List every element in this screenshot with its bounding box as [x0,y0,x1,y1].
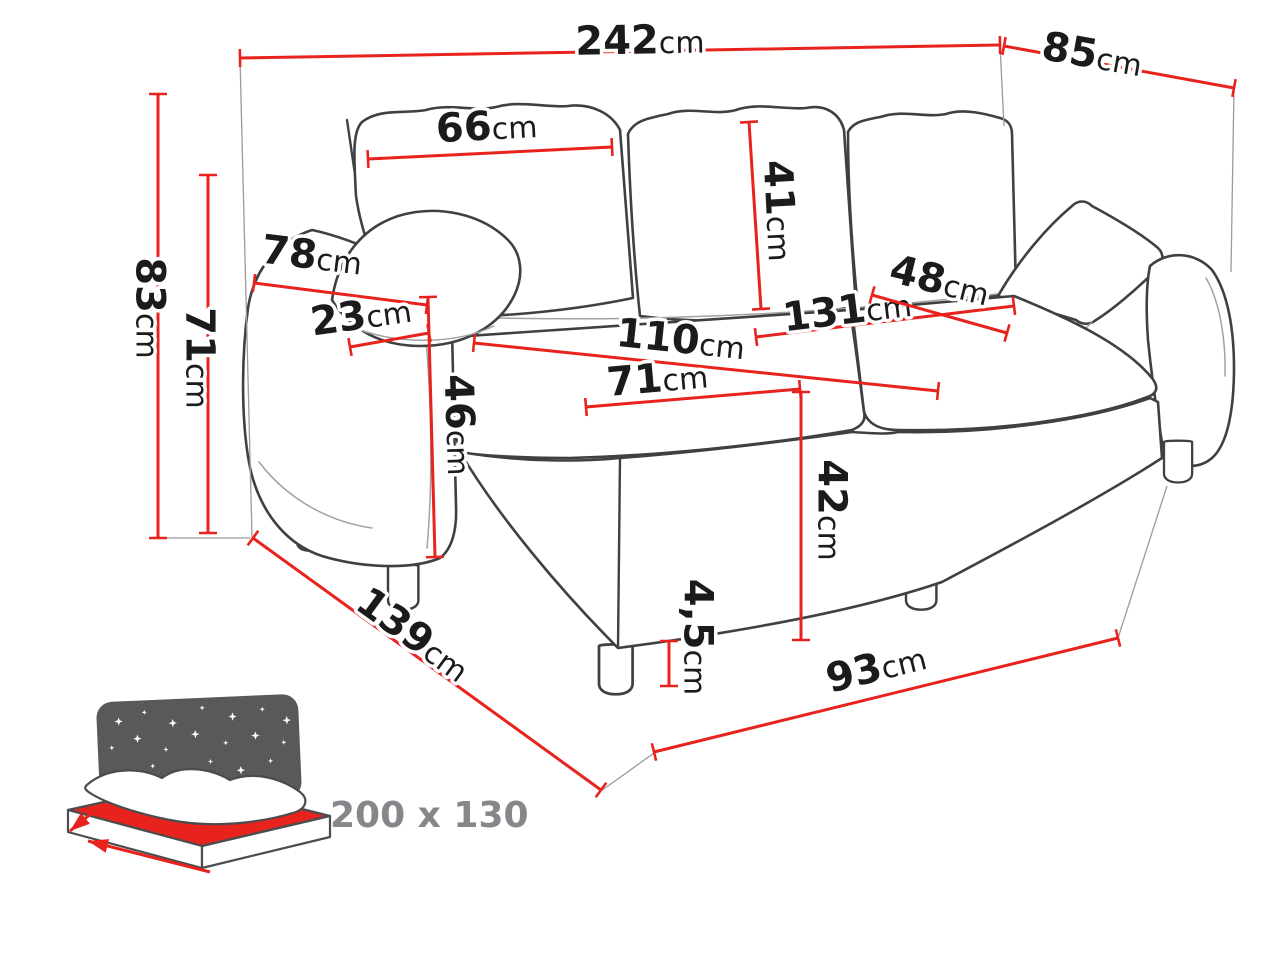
dimension-line [1001,36,1237,98]
dimension-label: 71cm [605,351,710,406]
dimension-label: 242cm [575,16,705,64]
dimension-label: 71cm [176,307,222,408]
dimension-line [251,273,430,315]
dimension-label: 46cm [435,373,485,476]
dimension-line [739,120,771,311]
dim-armrest-floor-height: 71cm [173,173,226,535]
dim-front-width: 93cm [650,628,1122,762]
guide-floor-connector [600,752,655,792]
dimension-line [583,379,803,417]
dim-armrest-height: 46cm [418,295,486,559]
dimension-label: 85cm [1038,23,1146,86]
sofa-base [458,396,1164,650]
dimension-label: 41cm [754,159,805,263]
back-cushion-middle [626,105,858,322]
dimension-line [650,628,1122,762]
sleeping-area-size-label: 200 x 130 [330,795,529,836]
dim-chaise-length: 110cm [471,307,941,401]
dimension-line [868,285,1011,343]
dim-leg-height: 4,5cm [660,575,724,699]
dim-seat-height: 42cm [792,390,858,642]
guide-left-slant [239,57,253,538]
left-armrest-front-contour [258,461,373,529]
dim-total-width: 242cm [238,14,1002,68]
dimension-line [366,137,614,169]
sofa-leg-front-left [597,643,634,696]
duvet [84,768,307,826]
dimension-label: 93cm [821,633,931,702]
dim-back-cushion-width: 66cm [366,100,614,169]
unfold-arrow-front [87,839,211,874]
guide-far-right-drop [1230,87,1235,273]
mattress-side-right [200,814,332,870]
guide-front-right-connector [1117,485,1168,639]
right-armrest [1145,253,1236,468]
sleeping-area-icon [66,694,332,874]
dimension-line [347,323,432,357]
base-corner-edge [616,456,622,650]
dimension-line [238,35,1002,68]
dimension-label: 83cm [126,257,172,358]
projection-guides [158,44,1235,792]
back-cushion-right [846,110,1018,311]
dimension-line [471,333,941,401]
right-armrest-contour [1205,277,1226,377]
unfold-arrow-side [69,806,99,833]
sofa-leg-front-right [1162,439,1194,484]
dimension-line [246,529,608,799]
dimension-line [418,295,445,559]
guide-top-right-drop [999,44,1005,127]
dimension-label: 66cm [435,101,539,152]
dim-corner-depth: 139cm [246,529,608,799]
dim-total-height: 83cm [123,92,176,540]
dim-chaise-seat-width: 71cm [583,351,803,417]
dim-back-cushion-height: 41cm [739,120,806,311]
dimension-label: 4,5cm [674,579,720,696]
dimension-label: 42cm [808,459,854,560]
dim-side-depth: 85cm [1001,20,1237,98]
